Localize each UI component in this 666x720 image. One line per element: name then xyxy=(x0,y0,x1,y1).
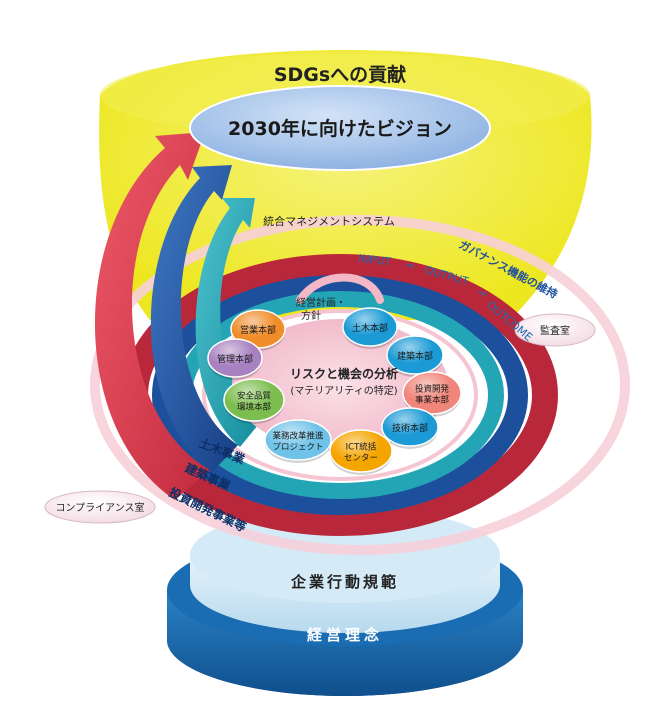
department-label: 土木本部 xyxy=(352,322,388,334)
teal-arrow xyxy=(195,198,262,447)
department-label: 安全品質 xyxy=(237,391,272,402)
department-disc: 技術本部 xyxy=(381,407,439,449)
department-disc: 管理本部 xyxy=(207,338,263,380)
center-line-1: リスクと機会の分析 xyxy=(290,366,398,381)
vision-ellipse xyxy=(189,85,491,171)
philosophy-text: 経営理念 xyxy=(307,626,383,644)
department-label: 営業本部 xyxy=(240,324,276,336)
base-discs xyxy=(167,507,523,696)
integrated-system-label: 統合マネジメントシステム xyxy=(263,214,395,228)
red-arrow xyxy=(94,132,210,500)
department-disc: 土木本部 xyxy=(342,307,398,349)
department-label: 建築本部 xyxy=(397,350,433,362)
department-label: ICT統括 xyxy=(346,442,377,453)
department-label: 投資開発 xyxy=(415,384,450,395)
compliance-label xyxy=(44,490,156,524)
compliance-text: コンプライアンス室 xyxy=(55,501,144,514)
plan-line-2: 方針 xyxy=(301,309,321,322)
department-label: プロジェクト xyxy=(272,443,323,453)
department-label: 環境本部 xyxy=(237,402,272,413)
flow-input: INPUT xyxy=(358,252,392,268)
swirl-arrows xyxy=(94,132,262,500)
code-of-conduct-text: 企業行動規範 xyxy=(290,573,399,591)
plan-line-1: 経営計画・ xyxy=(296,296,346,309)
department-label: 管理本部 xyxy=(217,353,253,365)
code-of-conduct-disc xyxy=(190,507,500,603)
sdgs-title: SDGsへの貢献 xyxy=(274,64,406,86)
audit-label xyxy=(514,313,596,347)
navy-arrow xyxy=(150,165,238,472)
vision-title: 2030年に向けたビジョン xyxy=(228,117,452,140)
department-label: 事業本部 xyxy=(415,395,450,406)
department-label: センター xyxy=(344,454,378,464)
flow-arrow-1: → xyxy=(403,258,414,272)
department-label: 業務改革推進 xyxy=(272,431,324,442)
audit-text: 監査室 xyxy=(540,324,570,337)
department-disc: 建築本部 xyxy=(386,335,444,377)
department-discs: 営業本部土木本部管理本部建築本部投資開発事業本部安全品質環境本部技術本部業務改革… xyxy=(207,307,462,475)
plan-swirl xyxy=(296,273,384,304)
outer-pink-ring xyxy=(90,215,630,555)
department-label: 技術本部 xyxy=(392,422,428,434)
center-line-2: (マテリアリティの特定) xyxy=(290,384,397,397)
